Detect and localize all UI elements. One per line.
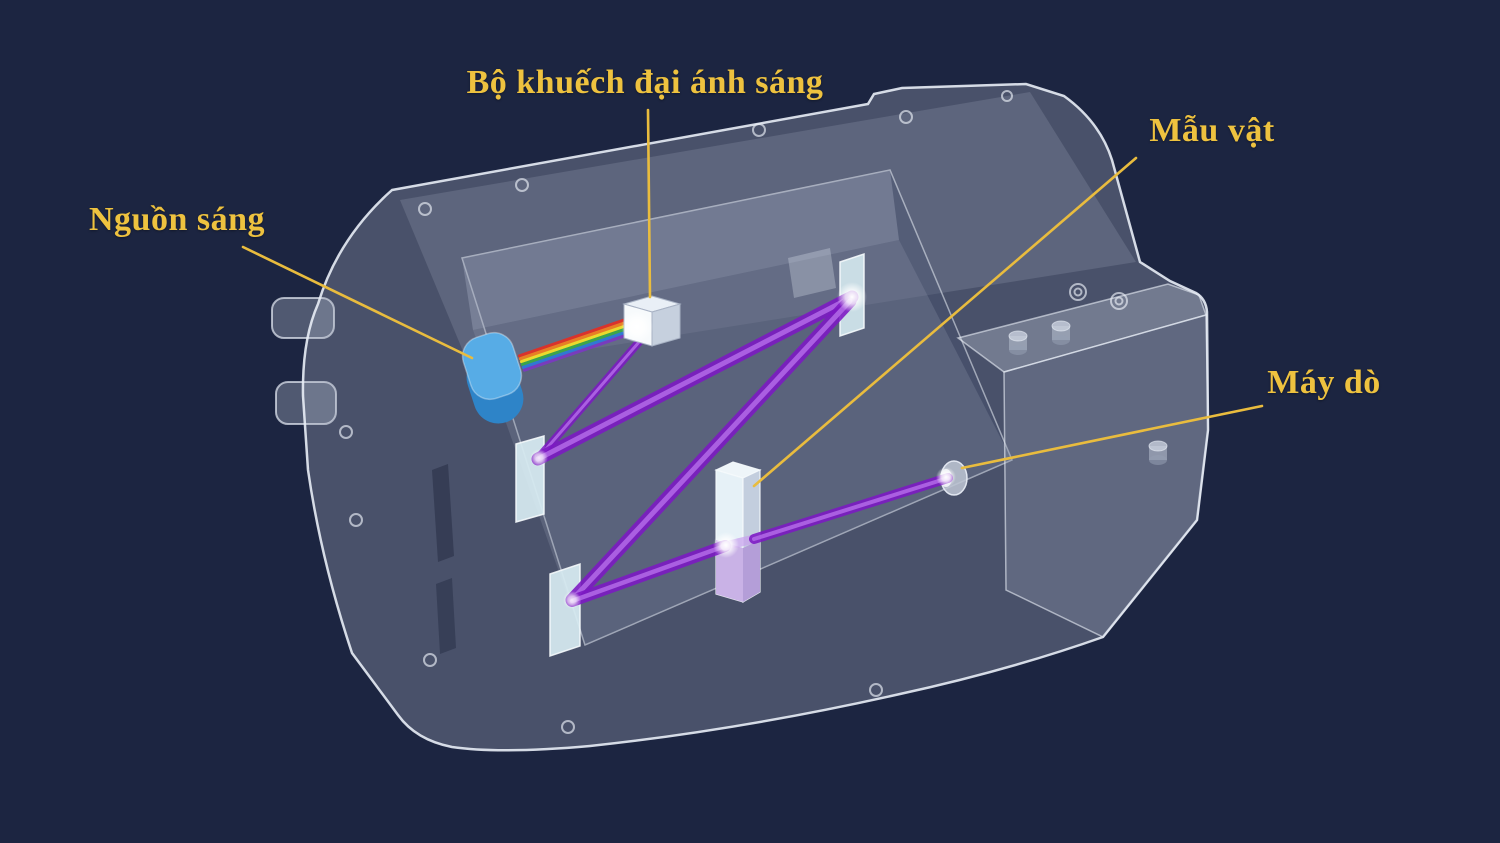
chamber-window <box>788 248 836 298</box>
leader-line-detector <box>960 404 1264 470</box>
housing-slot <box>436 578 456 654</box>
compartment-knob <box>1008 330 1028 355</box>
sample-liquid-side <box>743 540 760 602</box>
inner-chamber <box>461 169 1013 647</box>
glow-effects <box>530 282 956 609</box>
label-specimen: Mẫu vật <box>1149 112 1275 149</box>
compartment-knob <box>1148 440 1168 465</box>
compartment-knob <box>1051 320 1071 345</box>
housing-screws <box>339 90 1128 734</box>
leader-line-amplifier <box>646 108 652 299</box>
chamber-back-wall <box>462 170 899 330</box>
light-source-lamp <box>461 331 524 424</box>
sample-cuvette <box>714 461 762 604</box>
leader-line-specimen <box>752 156 1138 488</box>
label-amplifier: Bộ khuếch đại ánh sáng <box>466 64 824 101</box>
laser-beam-path <box>531 290 953 607</box>
housing-outline <box>301 82 1210 752</box>
mirror-front <box>549 562 581 658</box>
leader-lines <box>241 108 1264 488</box>
detector-compartment <box>956 283 1209 638</box>
rainbow-beam <box>517 315 641 372</box>
mirror-left <box>515 435 545 523</box>
leader-line-light-source <box>241 245 474 360</box>
label-light-source: Nguồn sáng <box>88 201 266 238</box>
housing-slot <box>432 464 454 562</box>
housing-left-tab <box>271 297 335 339</box>
housing-lid-face <box>400 92 1136 368</box>
label-detector: Máy dò <box>1267 364 1381 401</box>
